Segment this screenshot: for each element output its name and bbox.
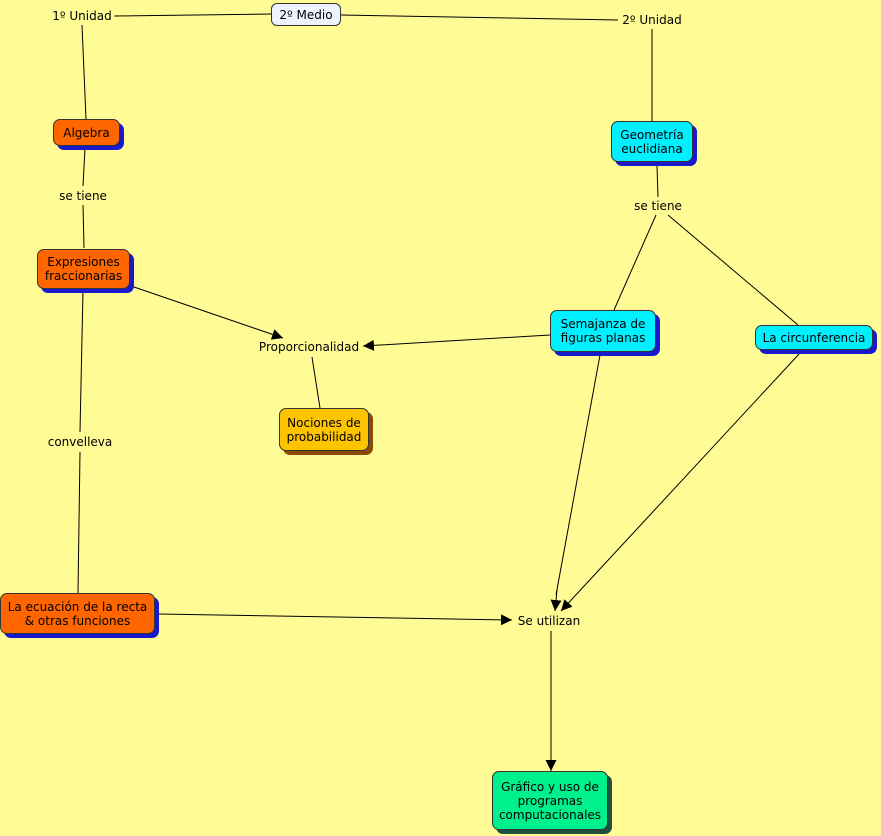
- edge-unidad1-algebra: [81, 24, 87, 120]
- edge-expresiones-convelleva: [79, 289, 84, 433]
- node-expresiones-fraccionarias[interactable]: Expresiones fraccionarias: [37, 249, 130, 289]
- node-la-circunferencia[interactable]: La circunferencia: [755, 325, 873, 350]
- node-geometria-euclidiana[interactable]: Geometría euclidiana: [611, 121, 693, 162]
- arrow-semejanza-proporcionalidad: [362, 334, 551, 351]
- edge-root-unidad2: [340, 14, 619, 21]
- edge-algebra-setiene: [82, 147, 86, 187]
- node-ecuacion-recta[interactable]: La ecuación de la recta & otras funcione…: [0, 593, 155, 634]
- arrow-semejanza-seutilizan: [550, 589, 562, 612]
- label-2-unidad[interactable]: 2º Unidad: [619, 13, 685, 27]
- edge-root-unidad1: [113, 13, 272, 17]
- arrow-expresiones-proporcionalidad: [133, 286, 284, 340]
- edge-setiene-semejanza: [613, 214, 657, 311]
- label-se-utilizan[interactable]: Se utilizan: [514, 614, 584, 628]
- arrow-ecuacion-seutilizan: [157, 613, 513, 626]
- edge-setiene-expresiones: [82, 204, 85, 249]
- node-2-medio[interactable]: 2º Medio: [271, 3, 341, 26]
- edge-setiene-circunferencia: [667, 214, 799, 326]
- label-proporcionalidad[interactable]: Proporcionalidad: [255, 340, 363, 354]
- label-convelleva[interactable]: convelleva: [44, 435, 116, 449]
- node-algebra[interactable]: Algebra: [53, 119, 120, 146]
- edge-proporcionalidad-nociones: [311, 356, 321, 409]
- label-se-tiene-right[interactable]: se tiene: [631, 199, 685, 213]
- edge-convelleva-ecuacion: [77, 451, 81, 594]
- label-se-tiene-left[interactable]: se tiene: [56, 189, 110, 203]
- edge-semejanza-seutilizan-line: [555, 354, 601, 596]
- label-1-unidad[interactable]: 1º Unidad: [49, 9, 115, 23]
- node-semejanza-figuras[interactable]: Semajanza de figuras planas: [550, 310, 656, 352]
- arrow-circunferencia-seutilizan: [560, 352, 801, 612]
- edge-geometria-setiene: [656, 165, 659, 198]
- node-grafico-programas[interactable]: Gráfico y uso de programas computacional…: [492, 771, 608, 830]
- node-nociones-probabilidad[interactable]: Nociones de probabilidad: [279, 408, 369, 451]
